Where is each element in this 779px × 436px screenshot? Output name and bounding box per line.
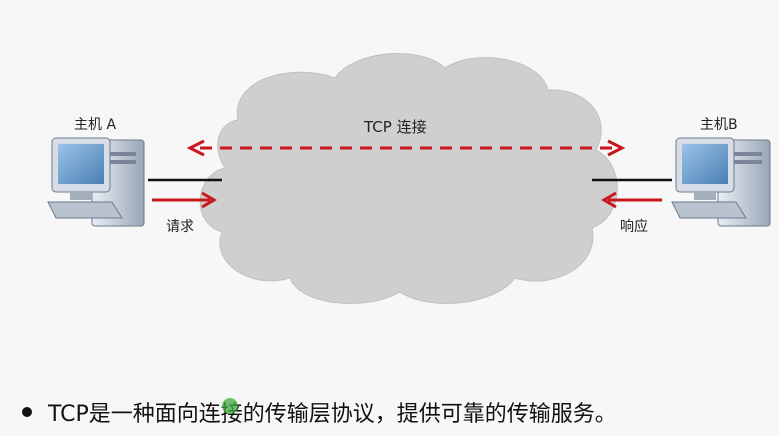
request-label: 请求 bbox=[166, 219, 194, 235]
response-arrow bbox=[601, 191, 662, 209]
response-label: 响应 bbox=[620, 219, 648, 235]
request-arrow bbox=[152, 191, 217, 209]
caption-text: TCP是一种面向连接的传输层协议，提供可靠的传输服务。 bbox=[48, 402, 617, 427]
pointer-highlight-icon bbox=[222, 398, 238, 414]
host-a-label: 主机 A bbox=[74, 117, 117, 133]
computer-b-icon bbox=[671, 137, 771, 227]
network-cloud bbox=[199, 52, 618, 304]
host-b-label: 主机B bbox=[700, 117, 738, 133]
computer-a-icon bbox=[47, 137, 145, 227]
bullet-icon bbox=[22, 407, 32, 417]
cloud-label: TCP 连接 bbox=[364, 118, 427, 136]
caption-line: TCP是一种面向连接的传输层协议，提供可靠的传输服务。 bbox=[22, 396, 617, 428]
tcp-connection-arrow bbox=[186, 139, 626, 157]
